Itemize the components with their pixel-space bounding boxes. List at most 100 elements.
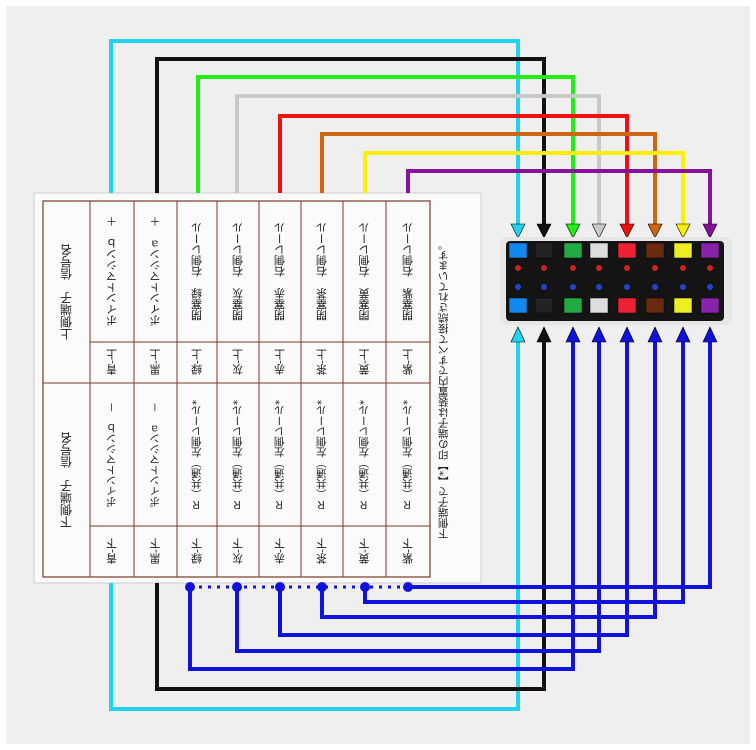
common-wire-5 [363, 340, 685, 604]
table-note: 下側端子で【*】印の端子は装置内ですべて接続されています。 [437, 239, 450, 539]
row-7-lower-terminal: 黄-下 [358, 538, 371, 565]
row-7-lower-label: Ｒ（共通）左側レール* [358, 399, 371, 510]
terminal-lower-4 [589, 297, 609, 314]
row-5-lower-label: Ｒ（共通）左側レール* [273, 399, 286, 510]
black-wire-arrow [536, 223, 552, 239]
common-wire-5-arrow [675, 326, 691, 343]
terminal-upper-7 [673, 242, 693, 259]
lower-header: 下側端子 信号名 [59, 432, 74, 528]
terminal-lower-1 [508, 297, 528, 314]
terminal-screw-upper-2 [541, 265, 547, 271]
terminal-screw-lower-2 [541, 284, 547, 290]
row-5-upper-terminal: 赤-上 [273, 349, 287, 376]
terminal-screw-upper-8 [707, 265, 713, 271]
terminal-upper-6 [645, 242, 665, 259]
row-2-upper-label: ポイントマシンａ ＋ [149, 216, 162, 327]
terminal-upper-2 [534, 242, 554, 259]
terminal-screw-upper-1 [515, 265, 521, 271]
row-8-upper-terminal: 紫-上 [401, 349, 415, 376]
row-3-upper-terminal: 緑-上 [190, 349, 204, 376]
common-wire-4 [320, 340, 657, 619]
table-border [42, 200, 431, 578]
common-wire-4-arrow [647, 326, 663, 343]
row-1-lower-label: ポイントマシンｂ － [105, 402, 118, 507]
common-wire-2-arrow [591, 326, 607, 343]
gray-wire-arrow [591, 223, 607, 239]
row-3-upper-label: 閉塞緑 右側レール [190, 222, 204, 321]
row-6-lower-label: Ｒ（共通）左側レール* [315, 399, 328, 510]
terminal-lower-6 [645, 297, 665, 314]
terminal-screw-lower-3 [570, 284, 576, 290]
terminal-lower-8 [700, 297, 720, 314]
cyan-wire-arrow [510, 223, 526, 239]
terminal-upper-3 [563, 242, 583, 259]
row-6-upper-terminal: 茶-上 [315, 349, 329, 376]
terminal-screw-lower-5 [624, 284, 630, 290]
common-node-4 [317, 582, 327, 592]
common-wire-1-arrow [565, 326, 581, 343]
table-background [33, 192, 482, 584]
row-6-lower-terminal: 茶-下 [315, 538, 329, 565]
row-8-lower-terminal: 紫-下 [401, 538, 415, 565]
gray-wire [235, 94, 601, 226]
row-4-lower-label: Ｒ（共通）左側レール* [231, 399, 244, 510]
terminal-screw-lower-6 [652, 284, 658, 290]
terminal-screw-lower-7 [680, 284, 686, 290]
row-1-upper-terminal: 青-上 [105, 349, 119, 376]
terminal-screw-upper-7 [680, 265, 686, 271]
terminal-upper-4 [589, 242, 609, 259]
brown-wire [320, 132, 657, 226]
terminal-lower-7 [673, 297, 693, 314]
common-wire-3 [278, 340, 629, 637]
common-node-2 [232, 582, 242, 592]
row-1-lower-terminal: 青-下 [105, 538, 119, 565]
row-2-lower-label: ポイントマシンａ － [149, 402, 162, 507]
common-node-1 [185, 582, 195, 592]
row-5-upper-label: 閉塞赤 右側レール [273, 222, 287, 321]
terminal-screw-lower-4 [596, 284, 602, 290]
common-wire-3-arrow [619, 326, 635, 343]
row-7-upper-terminal: 黄-上 [358, 349, 371, 376]
common-node-6 [403, 582, 413, 592]
common-wire-1 [188, 340, 575, 671]
row-4-upper-label: 閉塞灰 右側レール [231, 222, 245, 321]
upper-header: 上側端子 信号名 [59, 244, 74, 340]
row-2-upper-terminal: 黒-上 [149, 349, 162, 376]
yellow-wire [363, 151, 685, 226]
green-wire-arrow [565, 223, 581, 239]
purple-wire-arrow [702, 223, 718, 239]
terminal-connector [506, 241, 724, 321]
row-7-upper-label: 閉塞黄 右側レール [358, 222, 371, 321]
terminal-screw-upper-6 [652, 265, 658, 271]
row-8-upper-label: 閉塞紫 右側レール [401, 222, 415, 321]
terminal-screw-lower-1 [515, 284, 521, 290]
terminal-lower-3 [563, 297, 583, 314]
terminal-upper-5 [617, 242, 637, 259]
row-3-lower-label: Ｒ（共通）左側レール* [190, 399, 203, 510]
brown-wire-arrow [647, 223, 663, 239]
black-wire-lower-arrow [536, 326, 552, 343]
row-2-lower-terminal: 黒-下 [149, 538, 162, 565]
terminal-screw-upper-5 [624, 265, 630, 271]
terminal-lower-5 [617, 297, 637, 314]
black-wire [155, 57, 546, 226]
cyan-wire-lower-arrow [510, 326, 526, 343]
common-wire-2 [235, 340, 601, 653]
terminal-upper-1 [508, 242, 528, 259]
row-4-upper-terminal: 灰-上 [231, 349, 245, 376]
common-node-5 [360, 582, 370, 592]
row-5-lower-terminal: 赤-下 [273, 538, 287, 565]
yellow-wire-arrow [675, 223, 691, 239]
cyan-wire-lower [109, 340, 520, 711]
common-wire-6 [408, 340, 712, 589]
row-8-lower-label: Ｒ（共通）左側レール* [401, 399, 414, 510]
purple-wire [406, 169, 712, 226]
common-wire-6-arrow [702, 326, 718, 343]
terminal-screw-lower-8 [707, 284, 713, 290]
row-4-lower-terminal: 灰-下 [231, 538, 245, 565]
terminal-screw-upper-3 [570, 265, 576, 271]
row-3-lower-terminal: 緑-下 [190, 538, 204, 565]
terminal-screw-upper-4 [596, 265, 602, 271]
